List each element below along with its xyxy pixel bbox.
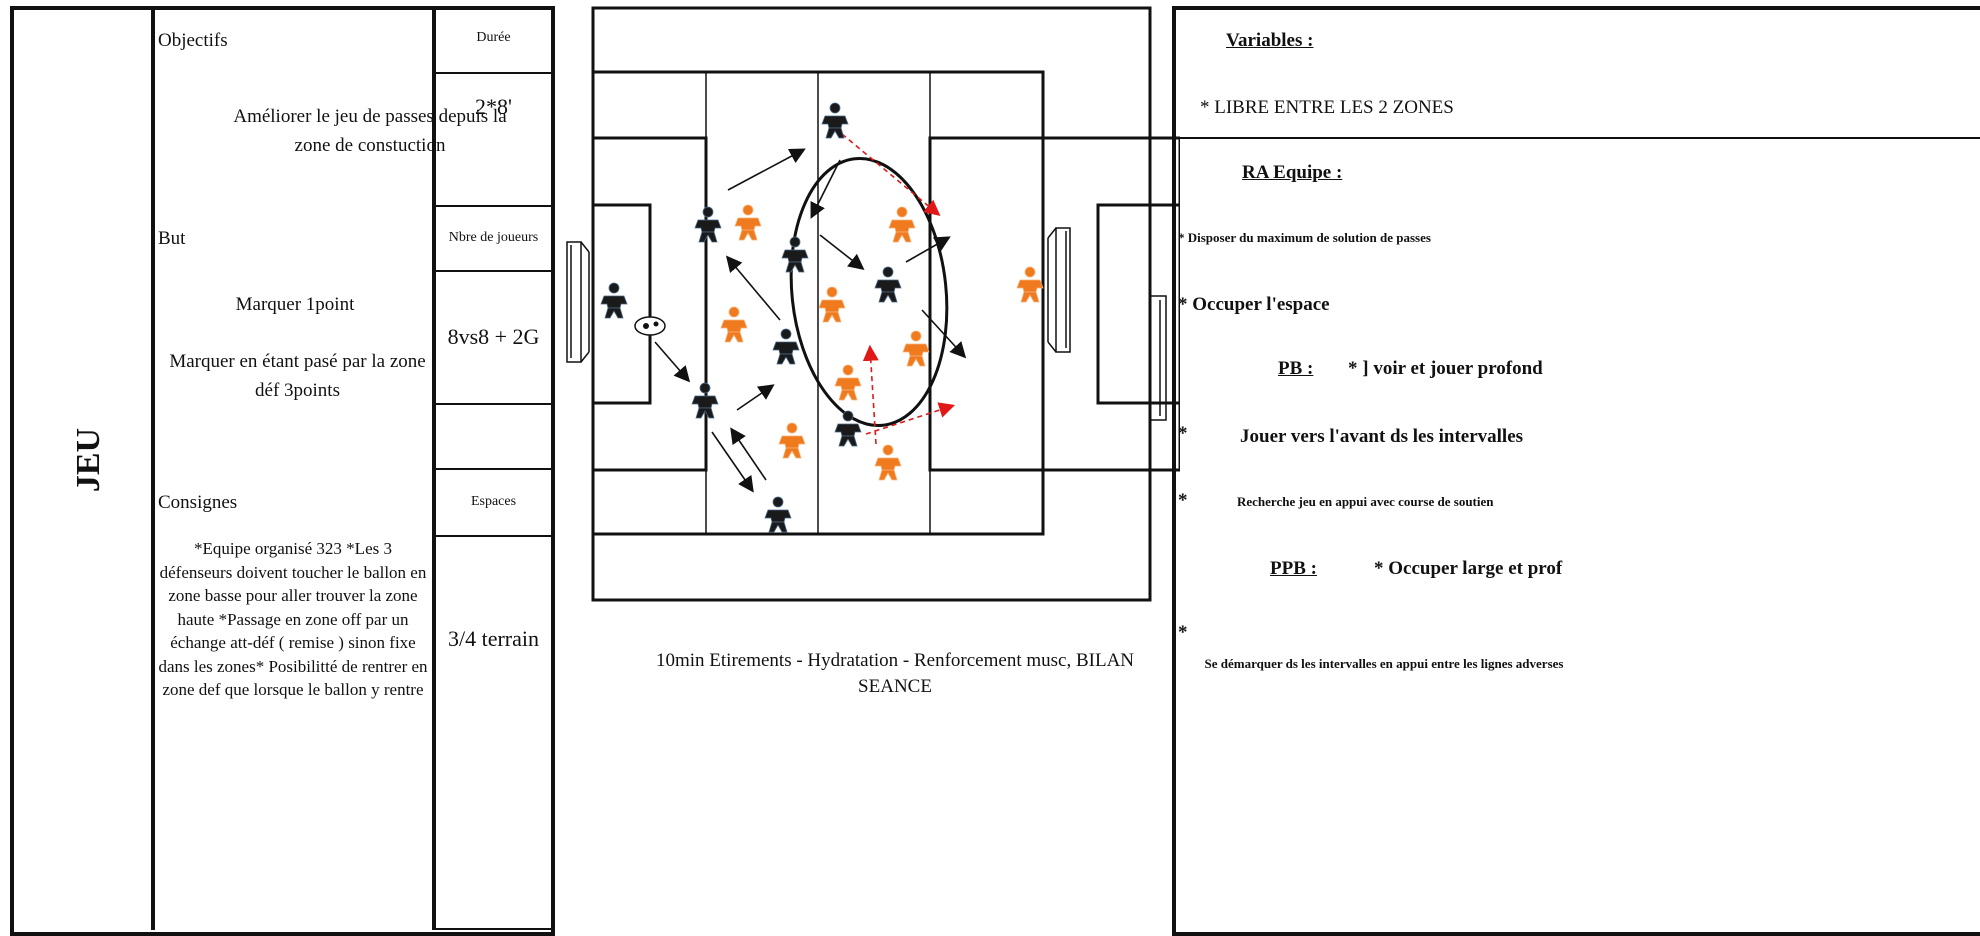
bullet: * — [1178, 622, 1188, 643]
item-demarquer: Se démarquer ds les intervalles en appui… — [1204, 656, 1564, 671]
item-passes: * Disposer du maximum de solution de pas… — [1178, 230, 1431, 245]
black-player — [772, 328, 800, 365]
row-line — [432, 270, 553, 272]
orange-player — [818, 286, 846, 323]
session-caption: 10min Etirements - Hydratation - Renforc… — [655, 650, 1135, 697]
black-player — [874, 266, 902, 303]
consignes-label: Consignes — [158, 492, 238, 513]
bullet: * — [1178, 490, 1188, 511]
pb-text: * ] voir et jouer profond — [1348, 358, 1543, 379]
right-panel — [1172, 6, 1980, 936]
objectifs-label: Objectifs — [158, 30, 228, 51]
right-goal — [1047, 227, 1071, 353]
orange-player — [720, 306, 748, 343]
black-player — [600, 282, 628, 319]
espaces-label: Espaces — [470, 494, 517, 509]
central-zone-ellipse — [789, 156, 949, 428]
but-text-1: Marquer 1point — [235, 294, 355, 315]
ball-icon — [634, 316, 666, 336]
variables-label: Variables : — [1226, 30, 1314, 51]
orange-team — [720, 204, 1044, 481]
but-label: But — [158, 228, 186, 249]
row-line — [432, 403, 553, 405]
orange-player — [902, 330, 930, 367]
orange-player — [1016, 266, 1044, 303]
right-row-line — [1172, 137, 1980, 139]
black-player — [821, 102, 849, 139]
but-text-2: Marquer en étant pasé par la zone déf 3p… — [169, 351, 426, 401]
variables-text: * LIBRE ENTRE LES 2 ZONES — [1200, 97, 1454, 118]
right-goal-area — [1096, 203, 1180, 405]
joueurs-value: 8vs8 + 2G — [447, 324, 540, 349]
bullet: * — [1178, 423, 1188, 444]
left-goal-area — [591, 203, 652, 405]
ppb-text: * Occuper large et prof — [1374, 558, 1563, 579]
row-line — [432, 535, 553, 537]
row-line — [432, 205, 553, 207]
ppb-label: PPB : — [1270, 558, 1317, 579]
title-column-divider — [151, 6, 155, 930]
duree-value: 2*8' — [475, 94, 512, 119]
joueurs-label: Nbre de joueurs — [448, 230, 539, 245]
item-espace: * Occuper l'espace — [1178, 294, 1330, 315]
black-player — [764, 496, 792, 533]
orange-player — [778, 422, 806, 459]
pb-label: PB : — [1278, 358, 1314, 379]
red-run-arrows — [841, 133, 956, 445]
black-player — [694, 206, 722, 243]
item-avant: Jouer vers l'avant ds les intervalles — [1240, 426, 1524, 447]
objectifs-text: Améliorer le jeu de passes depuis la zon… — [233, 106, 507, 156]
consignes-text: *Equipe organisé 323 *Les 3 défenseurs d… — [158, 539, 428, 699]
orange-player — [874, 444, 902, 481]
orange-player — [734, 204, 762, 241]
row-line — [432, 468, 553, 470]
far-goal — [1149, 295, 1167, 421]
black-player — [781, 236, 809, 273]
espaces-value: 3/4 terrain — [447, 626, 540, 651]
duree-label: Durée — [476, 30, 511, 45]
row-line — [432, 72, 553, 74]
orange-player — [834, 364, 862, 401]
right-penalty-area — [928, 136, 1180, 472]
black-player — [834, 410, 862, 447]
left-goal — [566, 241, 590, 363]
item-appui: Recherche jeu en appui avec course de so… — [1237, 494, 1494, 509]
field-diagram — [566, 6, 1180, 602]
orange-player — [888, 206, 916, 243]
ra-equipe-label: RA Equipe : — [1242, 162, 1343, 183]
black-pass-arrows — [654, 148, 967, 493]
jeu-title: JEU — [70, 427, 107, 493]
